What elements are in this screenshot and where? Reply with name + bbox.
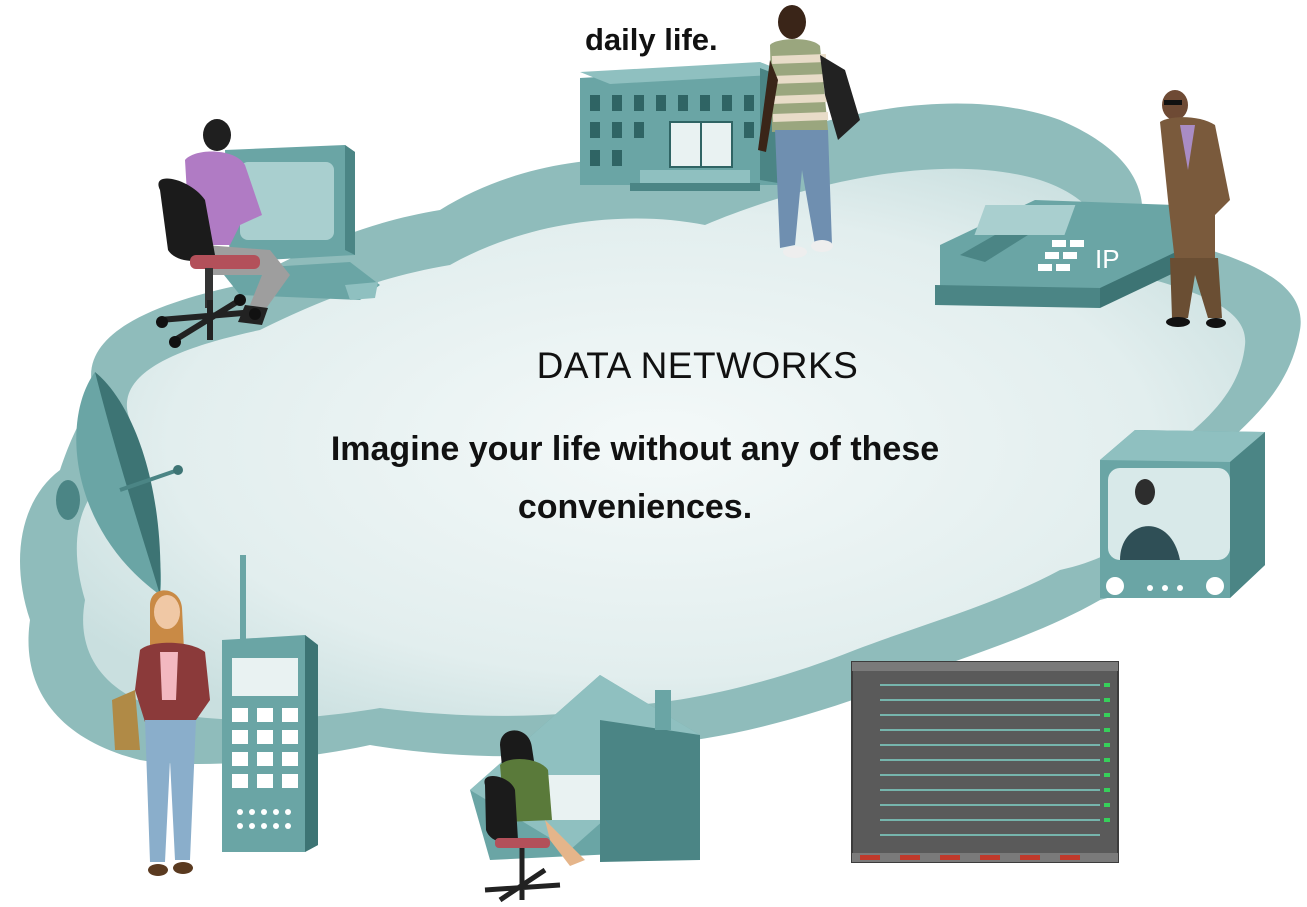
- home-user-icon: [470, 675, 700, 903]
- cell-phone-icon: [222, 555, 318, 852]
- satellite-dish-icon: [56, 372, 183, 595]
- woman-standing-icon: [112, 590, 210, 876]
- data-terminal-screen: [851, 661, 1119, 863]
- ip-phone-icon: IP: [935, 200, 1180, 308]
- office-worker-computer-icon: [156, 119, 380, 348]
- businessman-phone-icon: [1160, 90, 1230, 328]
- diagram-title-text: DATA NETWORKS: [536, 345, 859, 386]
- school-building-icon: [580, 62, 790, 191]
- television-icon: [1100, 430, 1265, 598]
- student-person-icon: [758, 5, 860, 258]
- ip-phone-label: IP: [1095, 244, 1120, 274]
- diagram-title: DATA NETWORKS: [0, 345, 1307, 387]
- top-caption: daily life.: [585, 22, 718, 57]
- diagram-body-text: Imagine your life without any of these c…: [330, 430, 940, 526]
